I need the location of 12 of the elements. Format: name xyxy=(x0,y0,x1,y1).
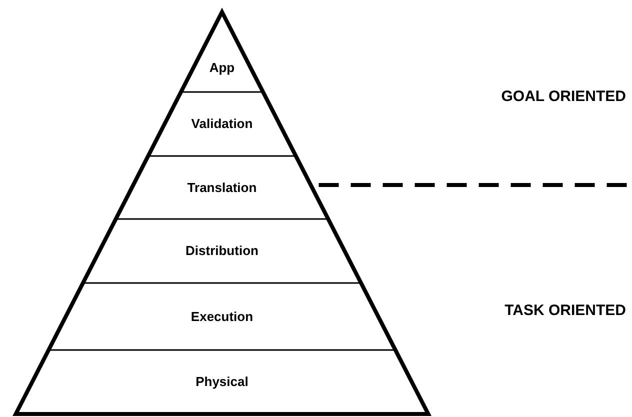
pyramid-layer xyxy=(116,156,328,219)
layer-label: Distribution xyxy=(184,243,260,258)
section-label: GOAL ORIENTED xyxy=(501,88,626,105)
pyramid-layer xyxy=(82,219,361,283)
pyramid-layer xyxy=(48,283,396,350)
pyramid-layer xyxy=(148,92,296,156)
layer-label: App xyxy=(208,60,236,75)
layer-label: Translation xyxy=(186,180,258,194)
layer-label: Validation xyxy=(190,116,254,131)
layer-label: Execution xyxy=(190,308,254,324)
section-label: TASK ORIENTED xyxy=(504,302,626,319)
layer-label: Physical xyxy=(194,374,250,389)
